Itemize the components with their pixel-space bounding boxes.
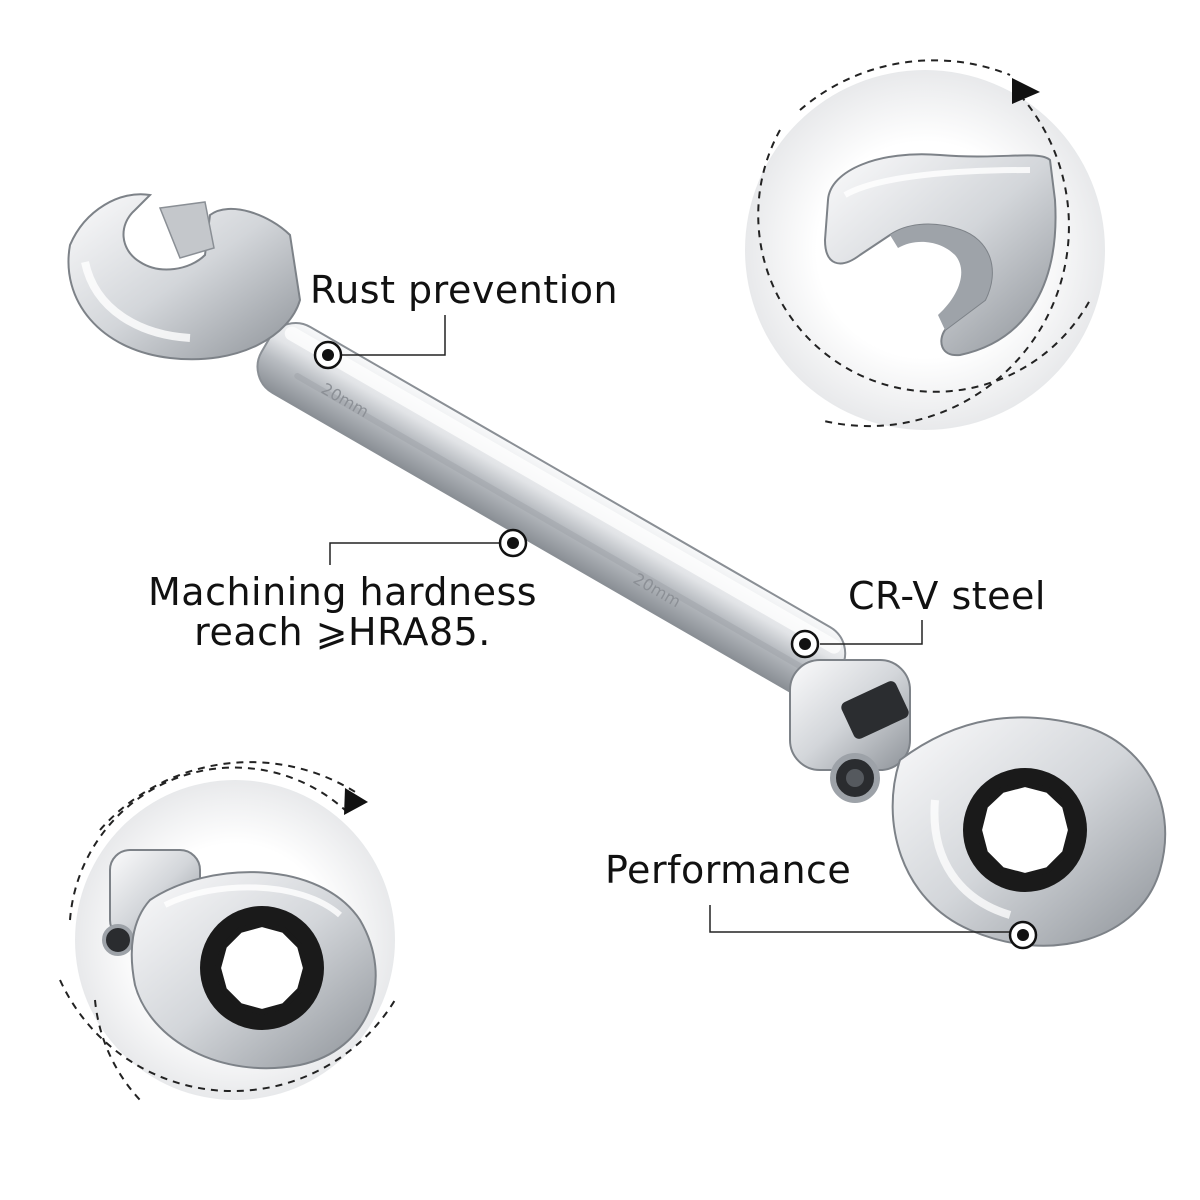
detail-ring-end (59, 761, 396, 1101)
open-end-head (67, 193, 302, 361)
callout-line-machining (329, 542, 500, 565)
callout-line-performance (709, 905, 1010, 933)
target-marker-icon (790, 629, 820, 659)
target-marker-icon (313, 340, 343, 370)
rotation-arrow-icon (344, 788, 368, 815)
label-machining-line1: Machining hardness (148, 570, 538, 614)
detail-open-end (745, 59, 1105, 430)
label-machining-line2: reach ⩾HRA85. (194, 610, 491, 654)
label-performance: Performance (605, 848, 852, 892)
main-wrench: 20mm 20mm (67, 193, 1167, 947)
label-machining-hardness: Machining hardness reach ⩾HRA85. (148, 572, 537, 652)
target-marker-icon (1008, 920, 1038, 950)
label-rust-prevention: Rust prevention (310, 268, 619, 312)
rotation-arrow-icon (1012, 78, 1040, 104)
ring-end-head (891, 716, 1167, 947)
callout-line-rust (340, 315, 446, 356)
callout-lines (329, 315, 1010, 933)
wrench-handle (256, 322, 847, 698)
callout-line-crv (820, 620, 923, 645)
label-crv-steel: CR-V steel (848, 574, 1046, 618)
target-marker-icon (498, 528, 528, 558)
flex-joint (789, 659, 911, 803)
